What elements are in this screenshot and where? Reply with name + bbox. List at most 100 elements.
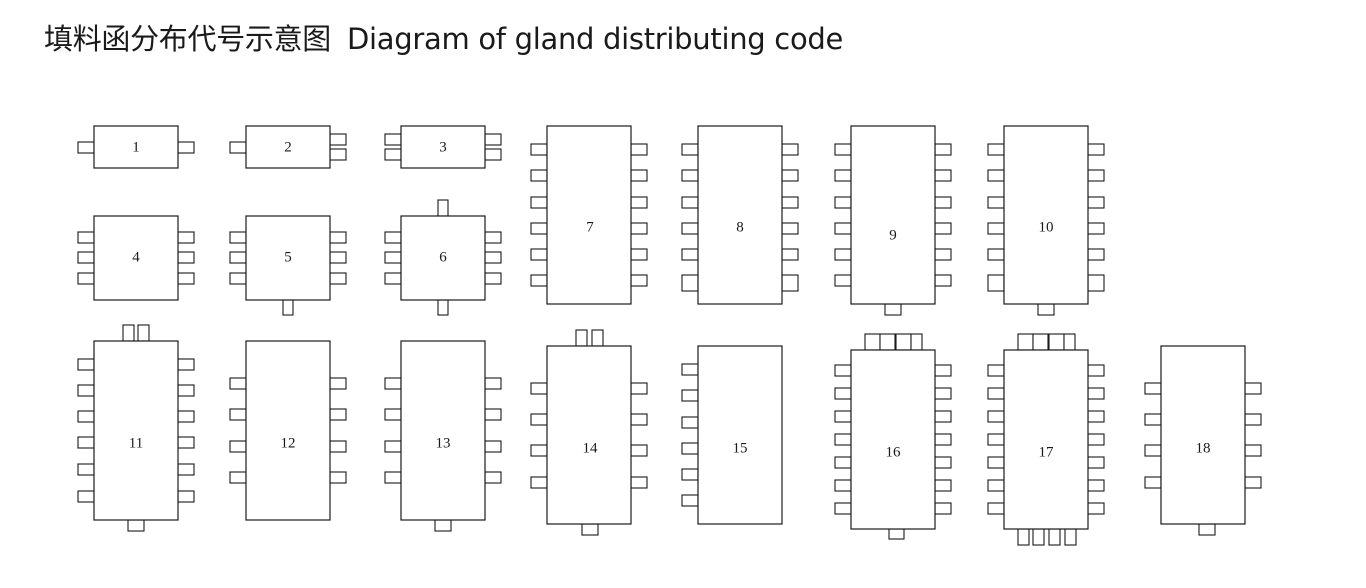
top-port [879, 333, 896, 351]
right-port [329, 148, 347, 161]
right-port [177, 358, 195, 371]
gland-14: 14 [530, 329, 648, 536]
left-port [77, 463, 95, 476]
left-port [834, 222, 852, 235]
gland-code-label: 16 [886, 444, 902, 460]
left-port [987, 143, 1005, 156]
gland-body [245, 215, 331, 301]
right-port [484, 377, 502, 390]
left-port [681, 143, 699, 156]
right-port [484, 440, 502, 453]
right-port [630, 476, 648, 489]
gland-body [400, 125, 486, 169]
left-port [77, 251, 95, 264]
left-port [530, 169, 548, 182]
right-port [329, 440, 347, 453]
left-port [834, 143, 852, 156]
left-port [834, 274, 852, 287]
left-port [1144, 413, 1162, 426]
gland-body [546, 345, 632, 525]
left-port [681, 389, 699, 402]
left-port [681, 222, 699, 235]
left-port [77, 141, 95, 154]
left-port [834, 169, 852, 182]
left-port [834, 248, 852, 261]
left-port [530, 382, 548, 395]
left-port [77, 490, 95, 503]
gland-1: 1 [77, 125, 195, 169]
title-english: Diagram of gland distributing code [347, 22, 844, 56]
left-port [530, 248, 548, 261]
gland-code-label: 13 [436, 435, 451, 451]
gland-body [1003, 349, 1089, 530]
gland-body [93, 125, 179, 169]
gland-15: 15 [681, 345, 783, 525]
right-port [1244, 476, 1262, 489]
gland-12: 12 [229, 340, 347, 521]
gland-17: 17 [987, 333, 1105, 546]
top-port [591, 329, 604, 347]
gland-body [93, 215, 179, 301]
gland-13: 13 [384, 340, 502, 532]
right-port [484, 231, 502, 244]
bottom-port [1048, 528, 1061, 546]
right-port [484, 471, 502, 484]
gland-code-label: 8 [736, 219, 744, 235]
right-port [329, 231, 347, 244]
gland-11: 11 [77, 324, 195, 532]
right-port [329, 471, 347, 484]
right-port [329, 408, 347, 421]
left-port [77, 272, 95, 285]
left-port [384, 133, 402, 146]
gland-code-label: 14 [583, 440, 599, 456]
left-port [229, 251, 247, 264]
right-port [484, 272, 502, 285]
right-port [177, 251, 195, 264]
right-port [934, 169, 952, 182]
right-port [1087, 387, 1105, 400]
title-chinese: 填料函分布代号示意图 [44, 22, 332, 56]
right-port [934, 456, 952, 469]
left-port [530, 196, 548, 209]
gland-code-label: 6 [439, 249, 447, 265]
gland-body [850, 125, 936, 305]
left-port [384, 440, 402, 453]
right-port [484, 408, 502, 421]
left-port [229, 471, 247, 484]
gland-body [546, 125, 632, 305]
top-port [575, 329, 588, 347]
gland-8: 8 [681, 125, 799, 305]
right-port [781, 169, 799, 182]
left-port [987, 410, 1005, 423]
left-port [229, 377, 247, 390]
right-port [177, 436, 195, 449]
right-port [934, 274, 952, 287]
bottom-port [1198, 523, 1216, 536]
right-port [484, 251, 502, 264]
left-port [77, 410, 95, 423]
left-port [681, 196, 699, 209]
right-port [329, 251, 347, 264]
left-port [77, 231, 95, 244]
top-port [864, 333, 881, 351]
right-port [484, 133, 502, 146]
right-port [934, 433, 952, 446]
bottom-port [1017, 528, 1030, 546]
left-port [834, 433, 852, 446]
left-port [384, 148, 402, 161]
right-port [934, 143, 952, 156]
left-port [987, 502, 1005, 515]
right-port [630, 169, 648, 182]
left-port [834, 196, 852, 209]
left-port [681, 494, 699, 507]
gland-code-label: 15 [733, 440, 748, 456]
left-port [987, 222, 1005, 235]
gland-3: 3 [384, 125, 502, 169]
gland-code-label: 9 [889, 227, 897, 243]
left-port [834, 456, 852, 469]
top-port [895, 333, 912, 351]
top-port [1032, 333, 1049, 351]
right-port [177, 231, 195, 244]
right-port [1087, 169, 1105, 182]
